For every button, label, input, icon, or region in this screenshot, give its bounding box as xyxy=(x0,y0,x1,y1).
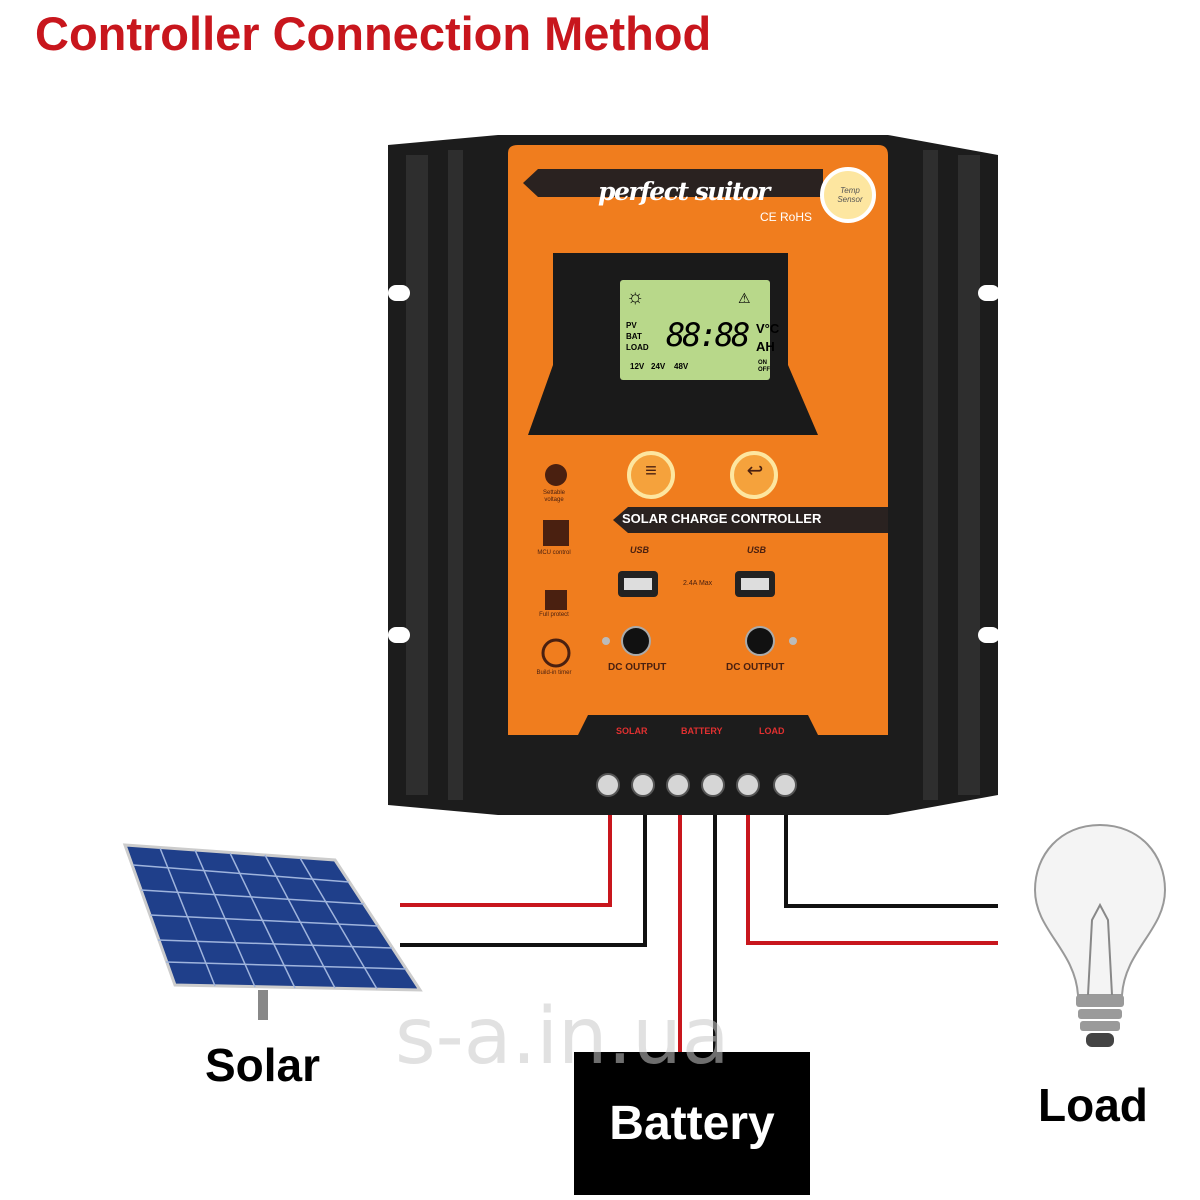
lcd-unit-ah: AH xyxy=(756,339,775,354)
dc-output-2: DC OUTPUT xyxy=(726,662,785,673)
lcd-onoff: ON OFF xyxy=(758,360,770,373)
lcd-load: LOAD xyxy=(626,343,649,352)
lcd-48v: 48V xyxy=(674,362,689,371)
back-button-icon[interactable]: ↩ xyxy=(746,460,764,482)
lcd-digits: 88:88 xyxy=(666,316,750,354)
terminal-solar: SOLAR xyxy=(616,726,648,736)
lcd-bulb-icon: ⚠ xyxy=(738,290,751,306)
lcd-unit-vc: V°C xyxy=(756,321,780,336)
temp-sensor: Temp Sensor xyxy=(837,186,863,205)
terminal-battery: BATTERY xyxy=(681,726,723,736)
device-label: SOLAR CHARGE CONTROLLER xyxy=(622,511,822,526)
battery-box: Battery xyxy=(574,1052,810,1195)
usb-max: 2.4A Max xyxy=(683,580,713,587)
light-bulb-icon xyxy=(1033,823,1167,1047)
feature-protect: Full protect xyxy=(539,612,569,618)
brand-name: perfect suitor xyxy=(598,177,770,206)
lcd-24v: 24V xyxy=(651,362,666,371)
watermark: s-a.in.ua xyxy=(395,992,730,1082)
usb-label-1: USB xyxy=(630,545,650,555)
feature-timer: Build-in timer xyxy=(536,670,572,676)
solar-panel-icon xyxy=(122,843,423,1020)
terminal-load: LOAD xyxy=(759,726,785,736)
feature-settable: Settable voltage xyxy=(542,490,566,503)
menu-button-icon[interactable]: ≡ xyxy=(645,460,657,482)
battery-label: Battery xyxy=(609,1097,775,1150)
cert-marks: CE RoHS xyxy=(760,210,813,224)
lcd-bat: BAT xyxy=(626,332,642,341)
lcd-pv: PV xyxy=(626,321,637,330)
load-label: Load xyxy=(1038,1079,1148,1131)
charge-controller xyxy=(388,135,998,815)
wire-battery-positive xyxy=(678,800,682,1055)
feature-mcu: MCU control xyxy=(537,550,571,556)
solar-label: Solar xyxy=(205,1039,321,1091)
lcd-12v: 12V xyxy=(630,362,645,371)
dc-output-1: DC OUTPUT xyxy=(608,662,667,673)
lcd-sun-icon: ☼ xyxy=(626,286,645,308)
wire-battery-negative xyxy=(713,800,717,1055)
diagram-title: Controller Connection Method xyxy=(35,7,712,60)
usb-label-2: USB xyxy=(747,545,767,555)
